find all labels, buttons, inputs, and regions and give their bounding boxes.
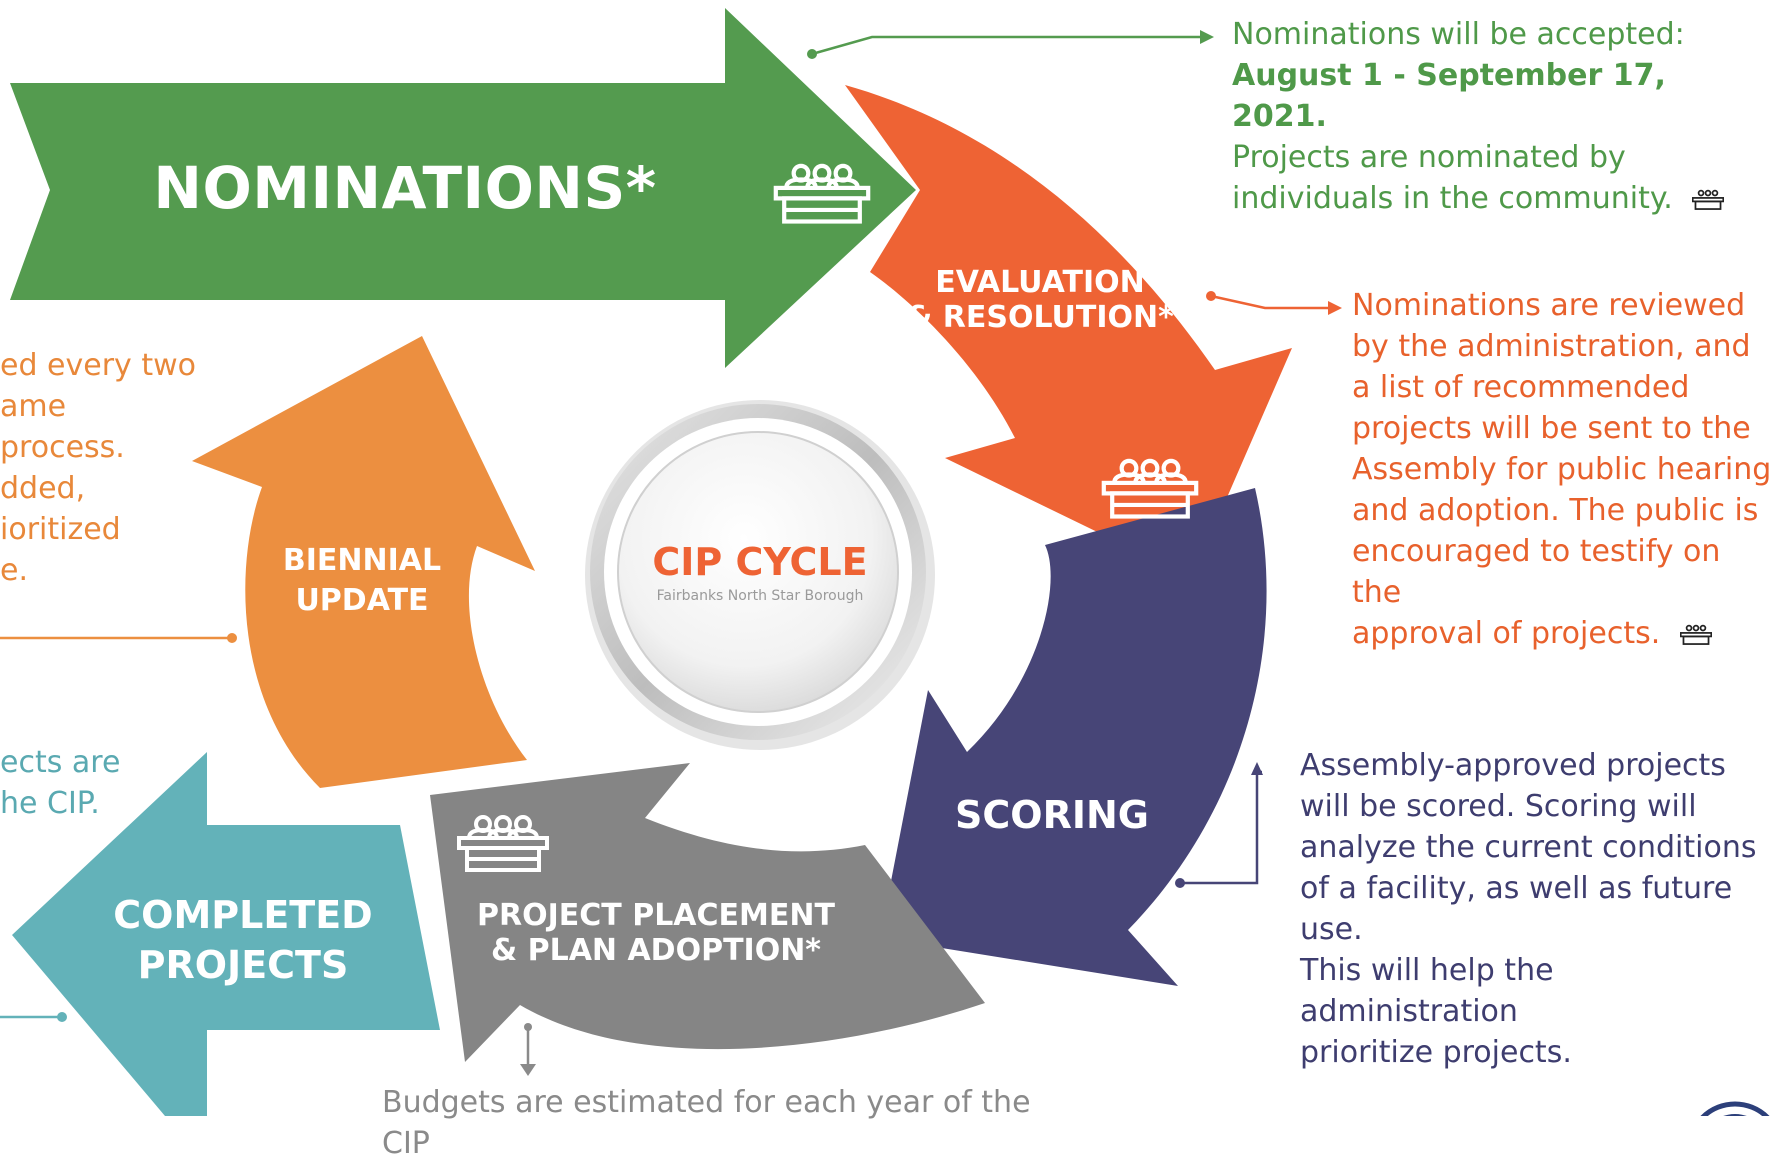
scoring-note-line: analyze the current conditions <box>1300 830 1757 865</box>
scoring-note-line: will be scored. Scoring will <box>1300 789 1697 824</box>
evaluation-note-line: by the administration, and <box>1352 329 1751 364</box>
biennial-arrow <box>192 336 535 788</box>
placement-label-2: & PLAN ADOPTION* <box>491 933 821 968</box>
completed-connector <box>0 1012 67 1022</box>
evaluation-label-2: & RESOLUTION* <box>906 300 1174 335</box>
assembly-icon <box>1692 189 1725 210</box>
evaluation-note-line: Assembly for public hearing <box>1352 452 1772 487</box>
assembly-icon <box>1679 624 1712 645</box>
completed-note-line: he CIP. <box>0 786 100 821</box>
budget-connector <box>520 1023 536 1076</box>
biennial-label-1: BIENNIAL <box>283 543 441 578</box>
biennial-note-line: ed every two <box>0 348 196 383</box>
nominations-label: NOMINATIONS* <box>153 154 656 222</box>
evaluation-note-line: encouraged to testify on the <box>1352 534 1721 610</box>
scoring-note: Assembly-approved projects will be score… <box>1300 745 1770 1073</box>
evaluation-note-line: projects will be sent to the <box>1352 411 1751 446</box>
completed-arrow <box>12 752 440 1116</box>
evaluation-connector <box>1206 291 1342 315</box>
biennial-note-partial: ed every two ame process. dded, ioritize… <box>0 345 200 591</box>
scoring-label: SCORING <box>955 793 1149 837</box>
nominations-note-line4-text: individuals in the community. <box>1232 181 1673 216</box>
evaluation-label-1: EVALUATION <box>935 265 1145 300</box>
biennial-label-2: UPDATE <box>295 583 428 618</box>
biennial-note-line: dded, <box>0 471 86 506</box>
evaluation-note-line-last: approval of projects. <box>1352 613 1772 654</box>
evaluation-note-line: approval of projects. <box>1352 616 1661 651</box>
nominations-note-line1: Nominations will be accepted: <box>1232 17 1685 52</box>
center-disc <box>617 431 899 713</box>
completed-label-1: COMPLETED <box>113 893 372 937</box>
nominations-note: Nominations will be accepted: August 1 -… <box>1232 14 1752 219</box>
placement-label-1: PROJECT PLACEMENT <box>477 898 835 933</box>
scoring-arrow <box>880 488 1267 986</box>
evaluation-note-line: Nominations are reviewed <box>1352 288 1746 323</box>
nominations-connector <box>807 30 1214 59</box>
cip-cycle-diagram: CIP CYCLE Fairbanks North Star Borough N… <box>0 8 1770 1116</box>
scoring-note-line: Assembly-approved projects <box>1300 748 1726 783</box>
completed-note-partial: ects are he CIP. <box>0 742 140 824</box>
biennial-note-line: ame process. <box>0 389 125 465</box>
biennial-note-line: e. <box>0 553 28 588</box>
completed-label-2: PROJECTS <box>138 943 349 987</box>
center-title: CIP CYCLE <box>652 540 867 584</box>
budget-note: Budgets are estimated for each year of t… <box>382 1085 1031 1161</box>
seal-icon <box>1700 1101 1770 1116</box>
evaluation-arrow <box>845 85 1292 578</box>
nominations-note-line4: individuals in the community. <box>1232 178 1752 219</box>
completed-note-line: ects are <box>0 745 121 780</box>
placement-arrow <box>430 763 985 1062</box>
nominations-note-line3: Projects are nominated by <box>1232 140 1626 175</box>
scoring-note-line: of a facility, as well as future use. <box>1300 871 1733 947</box>
evaluation-note-line: a list of recommended <box>1352 370 1690 405</box>
scoring-note-line: This will help the administration <box>1300 953 1554 1029</box>
biennial-note-line: ioritized <box>0 512 121 547</box>
scoring-connector <box>1175 762 1263 888</box>
nominations-note-dates: August 1 - September 17, 2021. <box>1232 58 1666 134</box>
evaluation-note: Nominations are reviewed by the administ… <box>1352 285 1772 654</box>
scoring-note-line: prioritize projects. <box>1300 1035 1572 1070</box>
center-subtitle: Fairbanks North Star Borough <box>657 588 864 604</box>
evaluation-note-line: and adoption. The public is <box>1352 493 1759 528</box>
biennial-connector <box>0 633 237 643</box>
nominations-arrow <box>10 8 916 368</box>
